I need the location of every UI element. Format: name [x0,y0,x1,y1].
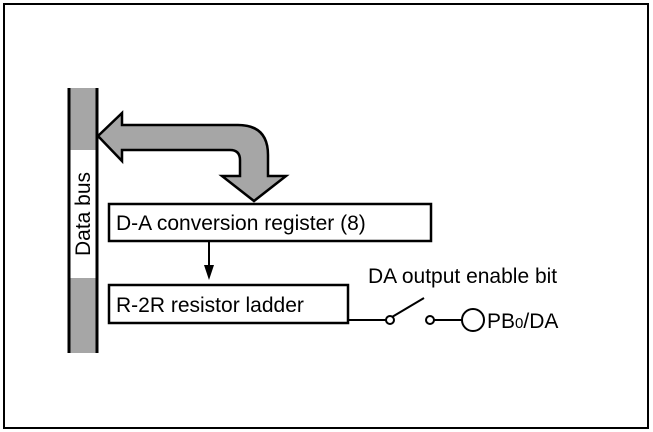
r2r-resistor-ladder: R-2R resistor ladder [107,283,350,325]
outer-frame [3,3,649,429]
ladder-label: R-2R resistor ladder [116,294,304,317]
bus-register-arrow [96,110,290,203]
pin-label: PB0/DA [487,310,558,333]
pin-terminal [461,308,485,332]
register-label: D-A conversion register (8) [116,212,366,235]
register-to-ladder-arrow [204,241,214,280]
data-bus-label: Data bus [72,172,95,256]
data-bus: Data bus [67,88,99,353]
switch-label: DA output enable bit [368,265,557,288]
output-enable-switch [348,297,462,325]
output-pin: PB0/DA [461,308,558,333]
da-conversion-register: D-A conversion register (8) [107,202,433,243]
